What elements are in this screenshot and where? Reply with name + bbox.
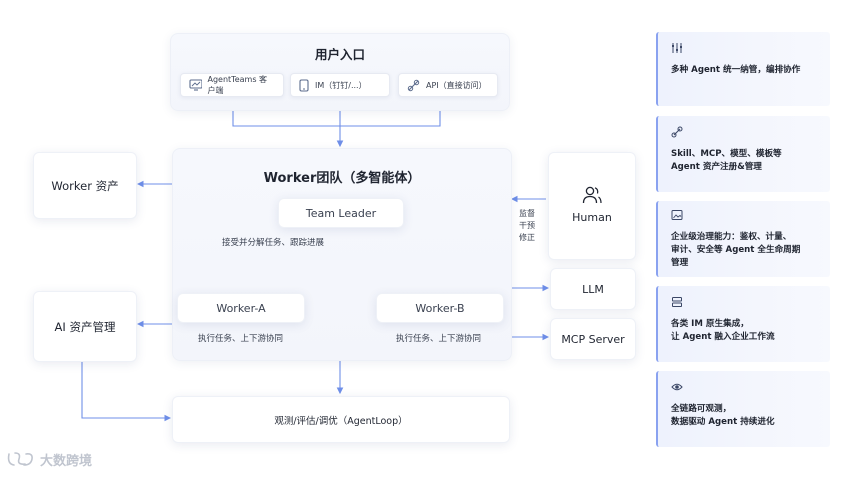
feature-text: 让 Agent 融入企业工作流 — [671, 332, 775, 342]
human-box[interactable]: Human — [548, 152, 636, 260]
puzzle-icon — [671, 126, 683, 138]
feature-text: Agent 资产注册&管理 — [671, 162, 762, 172]
feature-text: 审计、安全等 Agent 全生命周期 — [671, 245, 801, 255]
human-note: 监督 干预 修正 — [519, 208, 539, 244]
chip-label: API（直接访问） — [426, 80, 487, 90]
agentloop-box[interactable]: 观测/评估/调优（AgentLoop） — [172, 396, 510, 443]
ai-assets-box[interactable]: AI 资产管理 — [33, 291, 137, 362]
human-label: Human — [572, 210, 612, 224]
feature-text: 管理 — [671, 258, 689, 268]
llm-box[interactable]: LLM — [550, 268, 636, 310]
feature-panel-1: 多种 Agent 统一纳管，编排协作 — [656, 32, 830, 106]
chip-label: IM（钉钉/...） — [315, 80, 367, 90]
human-note-line: 修正 — [519, 233, 535, 242]
feature-text: Skill、MCP、模型、模板等 — [671, 149, 782, 159]
worker-a-caption: 执行任务、上下游协同 — [198, 334, 284, 344]
worker-b-box[interactable]: Worker-B — [376, 293, 504, 323]
leader-caption: 接受并分解任务、跟踪进展 — [222, 238, 325, 248]
user-entry-title: 用户入口 — [314, 46, 365, 62]
feature-panel-2: Skill、MCP、模型、模板等 Agent 资产注册&管理 — [656, 116, 830, 192]
chip-label: AgentTeams 客户端 — [207, 75, 268, 95]
worker-assets-box[interactable]: Worker 资产 — [33, 152, 137, 219]
mcp-server-box[interactable]: MCP Server — [550, 318, 636, 360]
users-icon — [582, 186, 602, 204]
eye-icon — [671, 383, 683, 391]
team-leader-box[interactable]: Team Leader — [278, 198, 404, 228]
monitor-icon — [189, 79, 202, 91]
link-icon — [407, 79, 420, 91]
feature-text: 全链路可观测， — [671, 404, 732, 414]
feature-panel-4: 各类 IM 原生集成， 让 Agent 融入企业工作流 — [656, 286, 830, 362]
ai-assets-to-agentloop-arrow — [81, 360, 172, 422]
user-entry-panel: 用户入口 — [170, 33, 510, 111]
agentteams-client-chip[interactable]: AgentTeams 客户端 — [180, 73, 284, 97]
feature-text: 企业级治理能力：鉴权、计量、 — [671, 232, 792, 242]
feature-text: 多种 Agent 统一纳管，编排协作 — [671, 65, 801, 75]
human-note-line: 监督 — [519, 209, 535, 218]
team-title: Worker团队（多智能体） — [263, 170, 421, 186]
feature-text: 各类 IM 原生集成， — [671, 319, 749, 329]
im-chip[interactable]: IM（钉钉/...） — [290, 73, 390, 97]
image-frame-icon — [671, 210, 683, 220]
worker-team-panel: Worker团队（多智能体） — [172, 148, 512, 361]
watermark-text: 大数跨境 — [40, 453, 93, 469]
watermark-logo-icon — [7, 452, 33, 466]
chip-connector — [232, 97, 441, 127]
sliders-icon — [672, 43, 682, 53]
feature-panel-3: 企业级治理能力：鉴权、计量、 审计、安全等 Agent 全生命周期 管理 — [656, 201, 830, 277]
worker-a-box[interactable]: Worker-A — [177, 293, 305, 323]
api-chip[interactable]: API（直接访问） — [398, 73, 498, 97]
server-icon — [672, 297, 682, 307]
feature-text: 数据驱动 Agent 持续进化 — [671, 417, 775, 427]
phone-icon — [299, 78, 309, 92]
human-note-line: 干预 — [519, 221, 535, 230]
watermark: 大数跨境 — [6, 449, 92, 469]
feature-panel-5: 全链路可观测， 数据驱动 Agent 持续进化 — [656, 371, 830, 447]
worker-b-caption: 执行任务、上下游协同 — [396, 334, 482, 344]
